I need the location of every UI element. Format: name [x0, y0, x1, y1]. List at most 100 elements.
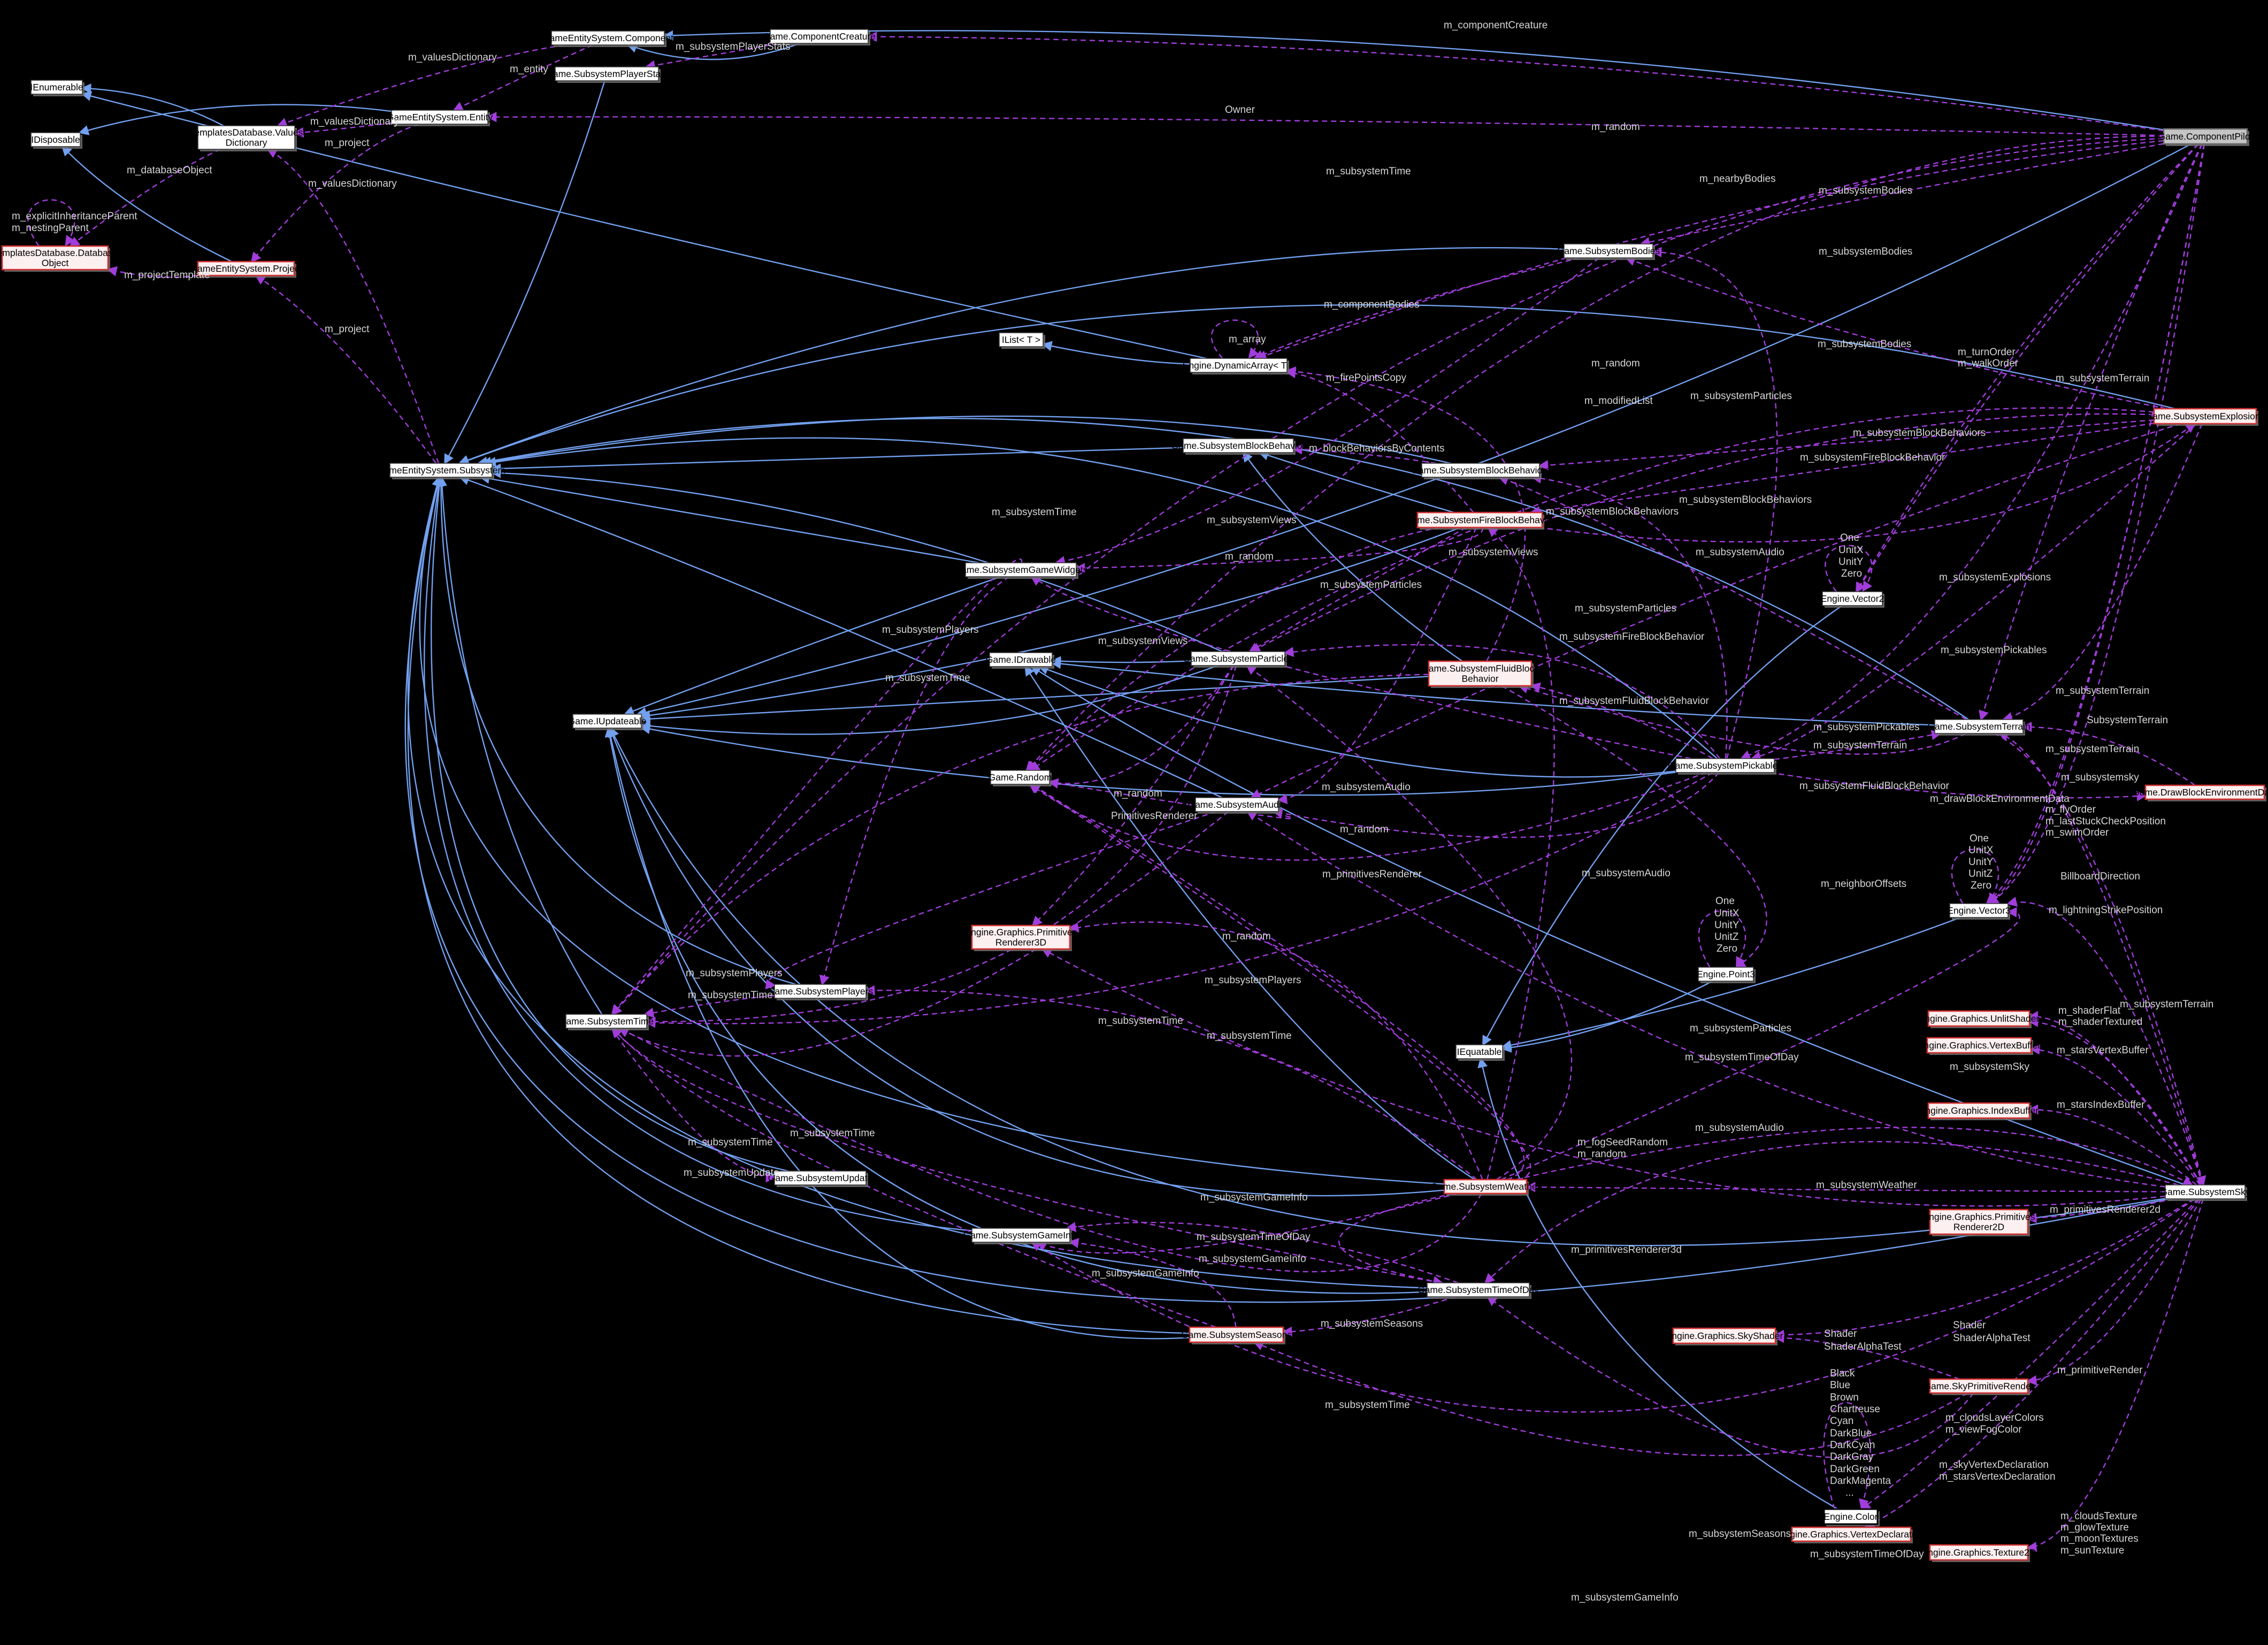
edge-label: m_subsystemAudio	[1322, 782, 1411, 793]
node-idisposable[interactable]: IDisposable	[30, 132, 82, 149]
node-pickables[interactable]: Game.SubsystemPickables	[1668, 758, 1782, 775]
node-timeofday[interactable]: Game.SubsystemTimeOfDay	[1418, 1282, 1539, 1299]
node-entity[interactable]: GameEntitySystem.Entity	[387, 110, 493, 126]
edge-label: m_subsystemParticles	[1575, 603, 1676, 614]
node-random[interactable]: Game.Random	[989, 770, 1052, 786]
edge-label: m_subsystemsky	[2061, 772, 2139, 783]
edge-label: m_subsystemPlayerStats	[676, 41, 790, 52]
node-component[interactable]: GameEntitySystem.Component	[542, 30, 673, 47]
node-weather[interactable]: Game.SubsystemWeather	[1431, 1179, 1541, 1196]
node-terrain[interactable]: Game.SubsystemTerrain	[1927, 719, 2031, 736]
node-label: Game.SkyPrimitiveRender	[1924, 1381, 2034, 1391]
node-audio[interactable]: Game.SubsystemAudio	[1188, 797, 1286, 814]
edge-label: m_primitivesRenderer2d	[2050, 1204, 2160, 1215]
edge-particles-subsystem	[491, 468, 1223, 653]
node-drawblockenv[interactable]: Game.DrawBlockEnvironmentData	[2132, 784, 2268, 801]
node-players[interactable]: Game.SubsystemPlayers	[768, 984, 874, 1000]
node-sky[interactable]: Game.SubsystemSky	[2160, 1184, 2250, 1201]
edge-gamewidgets-iupdateable	[623, 576, 1001, 716]
node-project[interactable]: GameEntitySystem.Project	[190, 261, 302, 278]
node-label: IEnumerable	[30, 82, 83, 93]
edge-label: One	[1715, 896, 1735, 907]
node-time[interactable]: Game.SubsystemTime	[559, 1014, 654, 1030]
edge-label: m_random	[1340, 824, 1389, 835]
node-label: Game.SubsystemExplosions	[2146, 411, 2265, 422]
edge-pickables-iupdateable	[640, 724, 1676, 796]
node-unlitshader[interactable]: Engine.Graphics.UnlitShader	[1919, 1010, 2040, 1028]
node-componentcreature[interactable]: Game.ComponentCreature	[763, 29, 876, 45]
edge-particles-random	[1048, 665, 1234, 789]
edge-label: m_subsystemTimeOfDay	[1810, 1549, 1924, 1560]
edge-databaseobject-databaseobject	[27, 199, 75, 247]
edge-valuesdictionary-databaseobject	[69, 148, 221, 247]
edge-label: m_subsystemPickables	[1813, 722, 1920, 733]
node-color[interactable]: Engine.Color	[1823, 1508, 1880, 1526]
edge-weather-iupdateable	[608, 726, 1445, 1197]
node-skyshader[interactable]: Engine.Graphics.SkyShader	[1666, 1327, 1783, 1345]
edge-label: m_random	[1577, 1149, 1626, 1160]
node-point3[interactable]: Engine.Point3	[1697, 967, 1756, 983]
edge-sky-subsystem	[404, 476, 2170, 1303]
edge-label: SubsystemTerrain	[2087, 715, 2168, 726]
node-componentpilot[interactable]: Game.ComponentPilot	[2158, 128, 2253, 146]
edge-label: m_subsystemTime	[1207, 1030, 1292, 1042]
node-skyprimitiverender[interactable]: Game.SkyPrimitiveRender	[1924, 1378, 2034, 1395]
edge-label: m_subsystemViews	[1449, 547, 1538, 558]
edge-label: UnitZ	[1968, 868, 1993, 879]
node-gamewidgets[interactable]: Game.SubsystemGameWidgets	[954, 562, 1088, 579]
edge-weather-time	[618, 1027, 1482, 1273]
edge-componentpilot-time	[611, 137, 2164, 1016]
node-label: GameEntitySystem.Subsystem	[377, 465, 505, 476]
node-gameinfo[interactable]: Game.SubsystemGameInfo	[963, 1228, 1079, 1244]
edge-vector2-iequatable	[1482, 605, 1843, 1046]
edge-component-entity	[453, 44, 593, 111]
node-label: Game.SubsystemAudio	[1188, 799, 1286, 810]
edge-explosions-bodies	[1625, 256, 2167, 410]
node-label: GameEntitySystem.Entity	[387, 112, 493, 123]
node-texture2d[interactable]: Engine.Graphics.Texture2D	[1922, 1544, 2036, 1562]
node-vector3[interactable]: Engine.Vector3	[1947, 903, 2011, 920]
node-idrawable[interactable]: Game.IDrawable	[986, 652, 1056, 669]
node-dynamicarray[interactable]: Engine.DynamicArray< T >	[1183, 358, 1294, 374]
node-vertexbuffer[interactable]: Engine.Graphics.VertexBuffer	[1918, 1037, 2041, 1055]
edge-label: m_subsystemTime	[885, 672, 970, 684]
node-fire[interactable]: Game.SubsystemFireBlockBehavior	[1405, 511, 1555, 530]
edge-point3-point3	[1698, 910, 1746, 968]
node-update[interactable]: Game.SubsystemUpdate	[768, 1170, 873, 1187]
edge-componentpilot-pickables	[1740, 143, 2203, 760]
node-subsystem[interactable]: GameEntitySystem.Subsystem	[377, 463, 505, 479]
edge-label: m_subsystemPlayers	[1205, 975, 1301, 986]
node-blockbehaviors[interactable]: Game.SubsystemBlockBehaviors	[1411, 463, 1550, 479]
node-indexbuffer[interactable]: Engine.Graphics.IndexBuffer	[1919, 1102, 2039, 1120]
edge-label: Zero	[1841, 568, 1862, 579]
node-particles[interactable]: Game.SubsystemParticles	[1183, 651, 1293, 668]
node-label: Object	[42, 258, 69, 269]
edge-terrain-subsystem	[477, 418, 1969, 720]
node-seasons[interactable]: Game.SubsystemSeasons	[1181, 1326, 1292, 1344]
node-explosions[interactable]: Game.SubsystemExplosions	[2146, 408, 2265, 426]
edge-label: m_subsystemGameInfo	[1571, 1592, 1679, 1603]
edge-label: Zero	[1717, 943, 1737, 954]
node-iequatable[interactable]: IEquatable	[1455, 1044, 1505, 1061]
node-iupdateable[interactable]: Game.IUpdateable	[568, 714, 647, 730]
node-vector2[interactable]: Engine.Vector2	[1821, 591, 1884, 608]
node-blockbehavior[interactable]: Game.SubsystemBlockBehavior	[1171, 438, 1306, 455]
node-label: Game.SubsystemGameWidgets	[954, 564, 1088, 575]
edge-componentpilot-vector3	[1988, 143, 2205, 905]
node-ilist[interactable]: IList< T >	[999, 332, 1045, 349]
node-ienumerable[interactable]: IEnumerable	[30, 80, 85, 96]
edge-label: m_subsystemParticles	[1690, 391, 1792, 402]
node-label: Game.SubsystemTimeOfDay	[1418, 1284, 1539, 1295]
edge-sky-skyprimitiverender	[2026, 1198, 2202, 1386]
edge-label: m_subsystemAudio	[1695, 1122, 1784, 1134]
node-bodies[interactable]: Game.SubsystemBodies	[1557, 243, 1660, 260]
edge-explosions-subsystem	[458, 304, 2175, 465]
node-playerstats[interactable]: Game.SubsystemPlayerStats	[546, 66, 668, 83]
node-vertexdeclaration[interactable]: Engine.Graphics.VertexDeclaration	[1779, 1526, 1924, 1543]
node-label: Game.IUpdateable	[568, 716, 647, 726]
